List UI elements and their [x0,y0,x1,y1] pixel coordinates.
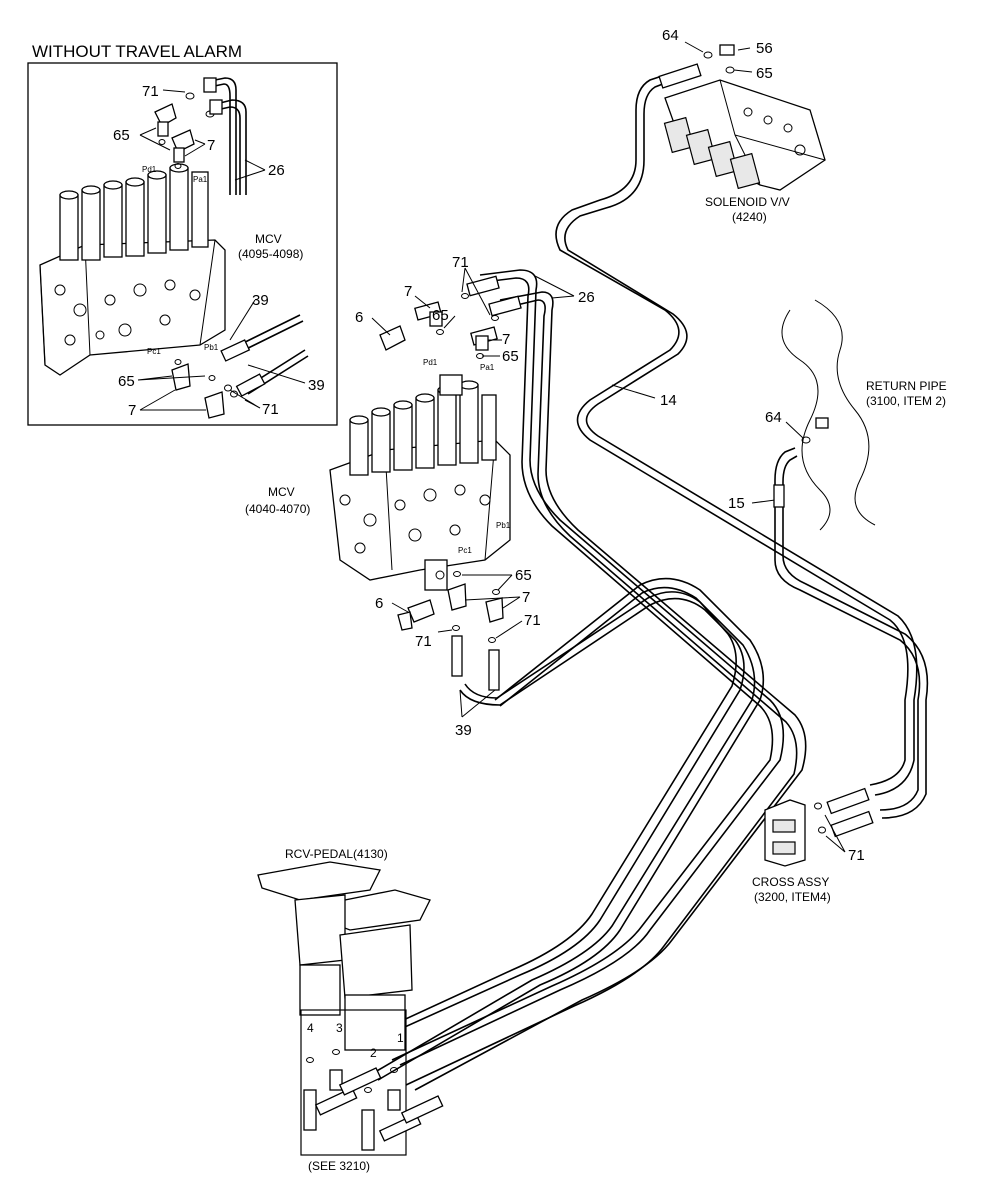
cross-ref: (3200, ITEM4) [754,890,831,904]
callout-7-top: 7 [404,283,412,300]
inset-top-fittings [154,92,215,169]
inset-callout-26: 26 [268,162,285,179]
inset-mcv-label: MCV [255,232,282,246]
pedal-name: RCV-PEDAL(4130) [285,847,388,861]
callout-39-main: 39 [455,722,472,739]
callout-6-low: 6 [375,595,383,612]
solenoid-name: SOLENOID V/V [705,195,790,209]
cross-name: CROSS ASSY [752,875,829,889]
main-port-pd1: Pd1 [423,358,438,367]
main-port-pc1: Pc1 [458,546,472,555]
solenoid-ref: (4240) [732,210,767,224]
callout-26-main: 26 [578,289,595,306]
main-top-leaders [371,267,575,357]
inset-leaders [137,89,306,411]
cross-assy [764,787,874,867]
inset-callout-71-lower: 71 [262,401,279,418]
callout-65-mid: 65 [502,348,519,365]
return-pipe-ref: (3100, ITEM 2) [866,394,946,408]
callout-14: 14 [660,392,677,409]
callout-65-solenoid: 65 [756,65,773,82]
pedal-port-3: 3 [336,1021,343,1035]
pedal-fittings [303,1049,444,1151]
callout-56: 56 [756,40,773,57]
callout-64-solenoid: 64 [662,27,679,44]
inset-title: WITHOUT TRAVEL ALARM [32,42,242,61]
hose-15-fitting [773,484,785,508]
callout-65-top: 65 [432,307,449,324]
main-top-fittings [379,275,522,359]
inset-mcv-range: (4095-4098) [238,247,303,261]
inset-callout-65-lower: 65 [118,373,135,390]
main-lower-fittings [397,571,504,691]
inset-port-pc1: Pc1 [147,347,161,356]
leader-71-cross [824,814,846,853]
callout-71-cross: 71 [848,847,865,864]
pedal-port-4: 4 [307,1021,314,1035]
inset-frame [27,62,338,426]
inset-port-pd1: Pd1 [142,165,157,174]
callout-71-low-right: 71 [524,612,541,629]
solenoid-leaders [684,41,753,73]
main-port-pa1: Pa1 [480,363,495,372]
return-pipe-name: RETURN PIPE [866,379,947,393]
inset-panel: WITHOUT TRAVEL ALARM MCV (4095-4098) [27,42,338,426]
return-pipe [781,299,876,531]
main-mcv-range: (4040-4070) [245,502,310,516]
inset-hoses-26 [203,77,247,195]
rcv-pedal [257,861,431,1051]
inset-mcv-body [39,163,226,376]
leader-64-return [785,421,804,439]
leader-15 [751,499,776,504]
inset-callout-39-lower: 39 [308,377,325,394]
leader-14 [611,384,656,399]
pilot-hose-bundle [359,74,929,1091]
pedal-detail-frame [300,1009,407,1156]
callout-15: 15 [728,495,745,512]
pedal-port-1: 1 [397,1031,404,1045]
pedal-ref: (SEE 3210) [308,1159,370,1173]
inset-port-pb1: Pb1 [204,343,219,352]
callout-64-return: 64 [765,409,782,426]
callout-71-low-left: 71 [415,633,432,650]
main-mcv-label: MCV [268,485,295,499]
pedal-port-2: 2 [370,1046,377,1060]
inset-callout-71: 71 [142,83,159,100]
inset-callout-7-lower: 7 [128,402,136,419]
callout-7-low: 7 [522,589,530,606]
callout-71-top: 71 [452,254,469,271]
main-port-pb1: Pb1 [496,521,511,530]
inset-callout-39-upper: 39 [252,292,269,309]
main-mcv-body [329,374,511,591]
solenoid-valve [658,44,826,191]
callout-7-mid: 7 [502,331,510,348]
callout-65-low: 65 [515,567,532,584]
inset-port-pa1: Pa1 [193,175,208,184]
main-lower-leaders [391,574,523,718]
inset-callout-65: 65 [113,127,130,144]
inset-lower-fittings [171,359,238,419]
callout-6-top: 6 [355,309,363,326]
inset-hoses-39 [220,314,309,397]
inset-callout-7: 7 [207,137,215,154]
